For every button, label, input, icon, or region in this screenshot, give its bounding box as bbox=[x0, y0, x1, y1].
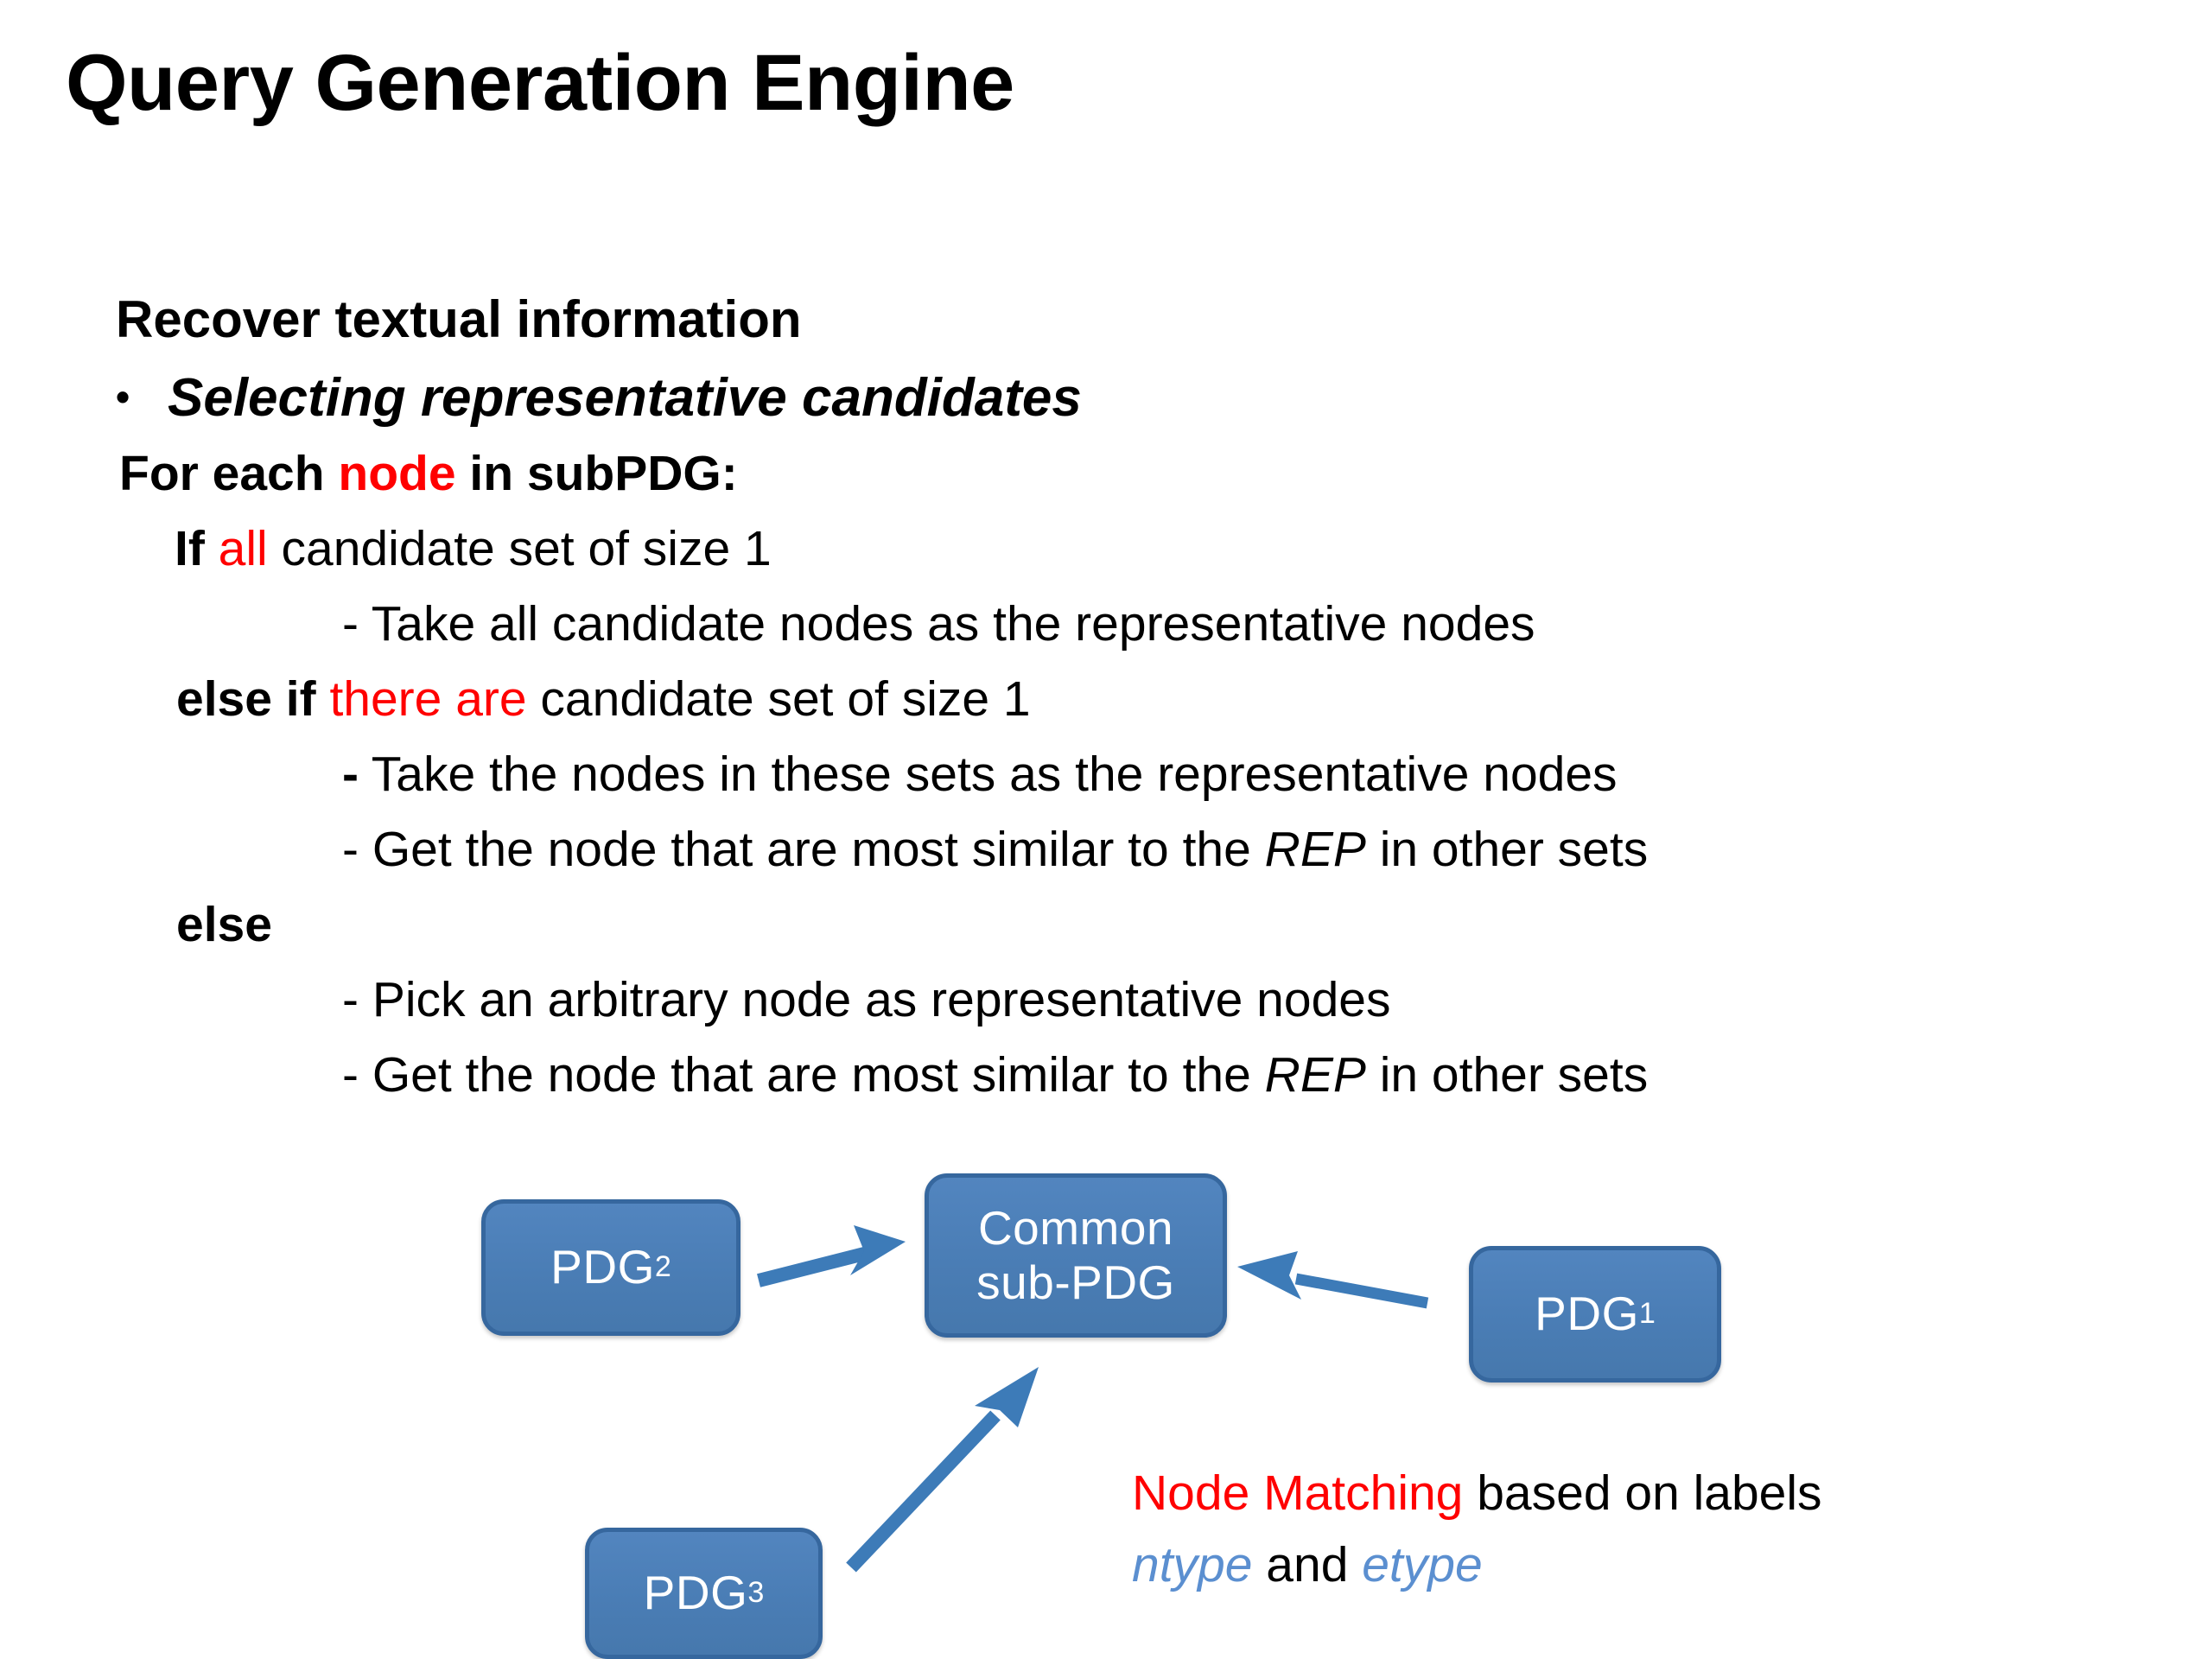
seg-dash: - bbox=[342, 747, 359, 802]
seg-text: For each bbox=[119, 446, 339, 501]
seg-keyword-if: If bbox=[175, 521, 219, 576]
seg-text: in other sets bbox=[1365, 1047, 1649, 1103]
annotation-term-ntype: ntype bbox=[1132, 1537, 1253, 1592]
annotation-term-node-matching: Node Matching bbox=[1132, 1465, 1464, 1521]
pseudocode-line-else-if: else if there are candidate set of size … bbox=[176, 675, 1031, 724]
pseudocode-line-else: else bbox=[176, 900, 272, 950]
annotation-node-matching-line2: ntype and etype bbox=[1132, 1541, 1483, 1590]
seg-keyword-there-are: there are bbox=[329, 671, 527, 727]
seg-keyword-else-if: else if bbox=[176, 671, 330, 727]
bullet-dot-icon: • bbox=[116, 374, 130, 419]
seg-keyword-all: all bbox=[218, 521, 268, 576]
seg-text: and bbox=[1252, 1537, 1363, 1592]
node-pdg3-subscript: 3 bbox=[747, 1576, 765, 1610]
arrow-pdg3-to-common bbox=[846, 1367, 1039, 1573]
bullet-item-selecting-representative-candidates: •Selecting representative candidates bbox=[116, 372, 1082, 425]
seg-text: - Get the node that are most similar to … bbox=[342, 1047, 1265, 1103]
seg-text: Take the nodes in these sets as the repr… bbox=[358, 747, 1618, 802]
annotation-term-etype: etype bbox=[1362, 1537, 1483, 1592]
node-pdg1-subscript: 1 bbox=[1638, 1297, 1656, 1331]
node-pdg3-label: PDG bbox=[643, 1566, 748, 1620]
seg-term-rep: REP bbox=[1264, 822, 1366, 877]
node-common-label-line2: sub-PDG bbox=[976, 1255, 1175, 1309]
pseudocode-line-pick-arbitrary-node: - Pick an arbitrary node as representati… bbox=[342, 976, 1390, 1025]
seg-text: based on labels bbox=[1463, 1465, 1822, 1521]
pseudocode-line-take-all-candidate-nodes: - Take all candidate nodes as the repres… bbox=[342, 600, 1535, 649]
node-pdg1-label: PDG bbox=[1535, 1287, 1639, 1341]
seg-text: in subPDG: bbox=[455, 446, 738, 501]
pseudocode-line-get-node-similar-1: - Get the node that are most similar to … bbox=[342, 825, 1648, 874]
seg-text: - Pick an arbitrary node as representati… bbox=[342, 972, 1391, 1027]
page-title: Query Generation Engine bbox=[66, 39, 1014, 127]
pseudocode-line-get-node-similar-2: - Get the node that are most similar to … bbox=[342, 1051, 1648, 1100]
pseudocode-line-for-each: For each node in subPDG: bbox=[119, 449, 738, 499]
seg-term-rep: REP bbox=[1264, 1047, 1366, 1103]
pseudocode-line-if-all: If all candidate set of size 1 bbox=[175, 524, 772, 574]
seg-text: in other sets bbox=[1365, 822, 1649, 877]
pseudocode-line-take-nodes-in-sets: - Take the nodes in these sets as the re… bbox=[342, 750, 1618, 799]
seg-keyword-else: else bbox=[176, 897, 272, 952]
annotation-node-matching-line1: Node Matching based on labels bbox=[1132, 1469, 1822, 1518]
section-heading: Recover textual information bbox=[116, 290, 802, 348]
node-common-sub-pdg[interactable]: Common sub-PDG bbox=[925, 1173, 1227, 1338]
arrow-pdg2-to-common bbox=[757, 1225, 906, 1287]
seg-keyword-node: node bbox=[338, 446, 456, 501]
seg-text: - Get the node that are most similar to … bbox=[342, 822, 1265, 877]
node-pdg2-label: PDG bbox=[550, 1240, 655, 1294]
seg-text: candidate set of size 1 bbox=[267, 521, 772, 576]
node-common-label-line1: Common bbox=[977, 1200, 1174, 1255]
seg-text: candidate set of size 1 bbox=[526, 671, 1031, 727]
seg-text: - Take all candidate nodes as the repres… bbox=[342, 596, 1535, 652]
bullet-item-label: Selecting representative candidates bbox=[168, 368, 1082, 428]
node-pdg2-subscript: 2 bbox=[654, 1250, 671, 1284]
arrow-pdg1-to-common bbox=[1237, 1251, 1429, 1309]
